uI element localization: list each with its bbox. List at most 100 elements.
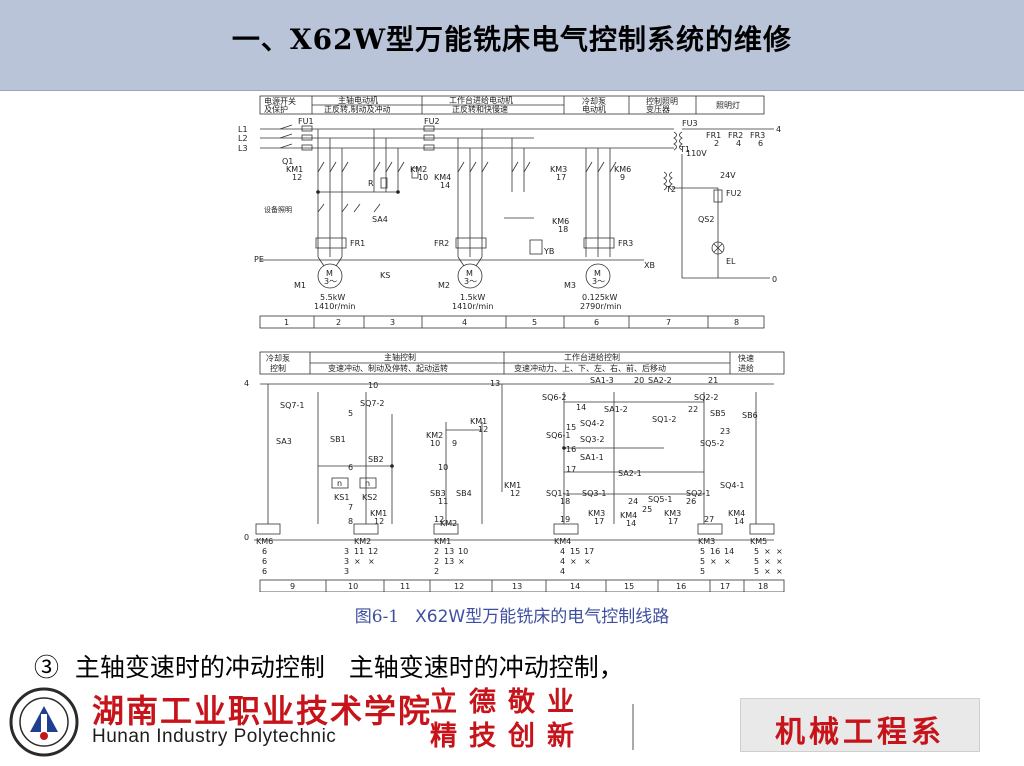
ct-km5-20: 5 [754,567,759,576]
label-km2-a: KM2 [426,431,443,440]
footer-banner: 湖南工业职业技术学院 Hunan Industry Polytechnic 立德… [0,682,1024,766]
ct-km4-11: × [570,557,577,566]
label-fu3: FU3 [682,119,698,128]
label-fr1: FR1 [350,239,365,248]
label-km6n-top: 9 [620,173,625,182]
label-m2: M2 [438,281,450,290]
body-text: ③ 主轴变速时的冲动控制 主轴变速时的冲动控制， [34,653,624,682]
label-r: R [368,179,374,188]
label-sb6: SB6 [742,411,758,420]
label-xb: XB [644,261,655,270]
label-ks1: KS1 [334,493,349,502]
motto-line-2: 精技创新 [430,721,586,752]
label-pe: PE [254,255,264,264]
label-sq7-2: SQ7-2 [360,399,384,408]
label-fr3s: FR3 [750,131,765,140]
node-14-b: 14 [626,519,636,528]
ct-km4-12: × [584,557,591,566]
label-m1-power: 5.5kW [320,293,345,302]
bottom-header-2a: 主轴控制 [384,352,416,362]
ct-km4-20: 4 [560,567,565,576]
ct-km5-12: × [776,557,783,566]
coil-km2: KM2 [354,537,371,546]
label-sq7-1: SQ7-1 [280,401,304,410]
ct-km5-00: 5 [754,547,759,556]
bottom-header-1a: 冷却泵 [266,353,290,363]
ct-km3-20: 5 [700,567,705,576]
figure-title: X62W型万能铣床的电气控制线路 [415,607,670,627]
label-sb5: SB5 [710,409,726,418]
label-n2: 2 [714,139,719,148]
label-km6-top: KM6 [614,165,631,174]
label-sb2: SB2 [368,455,384,464]
top-header-6a: 照明灯 [716,100,740,110]
label-t1: T1 [679,145,690,154]
node-11: 11 [438,497,448,506]
node-20: 20 [634,376,644,385]
node-23: 23 [720,427,730,436]
bottom-footer-18: 18 [758,582,768,591]
node-25: 25 [642,505,652,514]
coil-km4: KM4 [554,537,571,546]
label-sa3: SA3 [276,437,292,446]
label-km3-top: KM3 [550,165,567,174]
bottom-header-3a: 工作台进给控制 [564,352,620,362]
label-n6: 6 [758,139,763,148]
motto-line-1: 立德敬业 [430,687,586,718]
top-footer-6: 6 [594,318,599,327]
ct-km5-10: 5 [754,557,759,566]
label-phase-m2: 3～ [464,277,477,286]
label-fu2: FU2 [424,117,440,126]
ct-km6-1: 6 [262,557,267,566]
label-n0: 0 [772,275,777,284]
top-footer-2: 2 [336,318,341,327]
node-4: 4 [244,379,249,388]
label-sa1-3: SA1-3 [590,376,614,385]
node-17-b: 17 [594,517,604,526]
node-12-b: 12 [510,489,520,498]
slide-title: 一、X62W型万能铣床电气控制系统的维修 [231,23,793,56]
label-km1n-top: 12 [292,173,302,182]
label-m1-speed: 1410r/min [314,302,355,311]
department-badge: 机械工程系 [740,698,980,752]
label-sq3-2: SQ3-2 [580,435,604,444]
ct-km2-11: × [354,557,361,566]
school-motto: 立德敬业 精技创新 [430,686,620,754]
bottom-footer-10: 10 [348,582,358,591]
bottom-footer-11: 11 [400,582,410,591]
top-header-1a: 电源开关 [264,96,296,106]
label-t2: T2 [665,185,676,194]
label-q1: Q1 [282,157,293,166]
bottom-header-4b: 进给 [738,363,754,373]
node-8: 8 [348,517,353,526]
ct-km2-00: 3 [344,547,349,556]
node-10: 10 [368,381,378,390]
label-yb: YB [543,247,554,256]
label-24v: 24V [720,171,736,180]
label-m3: M3 [564,281,576,290]
bottom-footer-14: 14 [570,582,580,591]
label-sq2-2: SQ2-2 [694,393,718,402]
node-13: 13 [490,379,500,388]
label-km3n-top: 17 [556,173,566,182]
node-24: 24 [628,497,638,506]
label-side: 设备照明 [264,205,292,214]
top-footer-5: 5 [532,318,537,327]
ct-km3-10: 5 [700,557,705,566]
ct-km2-12: × [368,557,375,566]
ct-km1-02: 10 [458,547,468,556]
label-km4-a: KM4 [620,511,637,520]
bottom-footer-13: 13 [512,582,522,591]
bottom-header-2b: 变速冲动、制动及停转、起动运转 [328,363,448,373]
label-km4-b: KM4 [728,509,745,518]
label-n-ks1: n [337,479,342,488]
node-18: 18 [560,497,570,506]
label-sa2-1: SA2-1 [618,469,642,478]
top-header-5a: 控制照明 [646,96,678,106]
node-26: 26 [686,497,696,506]
ct-km5-01: × [764,547,771,556]
label-sq4-1: SQ4-1 [720,481,744,490]
label-km3-b: KM3 [664,509,681,518]
ct-km2-01: 11 [354,547,364,556]
ct-km5-22: × [776,567,783,576]
